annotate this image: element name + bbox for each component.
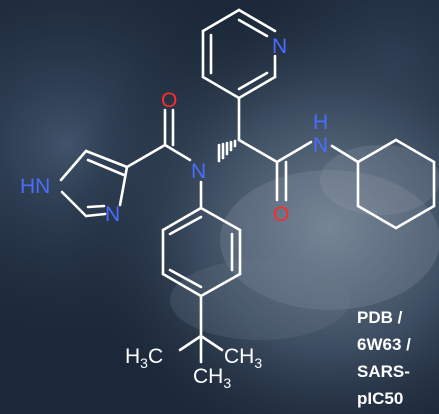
methyl-bottom: CH3 — [193, 365, 231, 391]
caption-line-1: PDB / — [357, 308, 403, 327]
atom-n-imidazole: N — [105, 203, 120, 226]
methyl-left-subscript: 3 — [140, 355, 148, 371]
cyclohexyl-ring — [356, 138, 436, 230]
methyl-right-ch: CH — [224, 345, 254, 368]
methyl-bottom-subscript: 3 — [223, 375, 231, 391]
caption-line-4: pIC50 — [357, 389, 404, 408]
atom-n-amide: N — [313, 134, 328, 157]
atom-o-right: O — [273, 203, 289, 226]
bond-chiral-amide — [237, 138, 279, 164]
methyl-left: H3C — [125, 345, 163, 371]
atom-h-amide: H — [313, 111, 328, 134]
phenyl-ring — [161, 206, 242, 298]
bond-tbu-right — [199, 334, 224, 352]
methyl-left-h: H — [125, 345, 140, 368]
atom-nh-imidazole: HN — [20, 175, 50, 198]
atom-n-tertiary: N — [191, 160, 206, 183]
caption-line-3: SARS- — [357, 362, 410, 381]
caption-line-2: 6W63 / — [357, 335, 411, 354]
bond-tbu-left — [178, 334, 203, 352]
methyl-left-c: C — [148, 345, 163, 368]
atom-n-pyridine: N — [272, 35, 287, 58]
imidazole-ring — [59, 149, 129, 218]
atom-o-left: O — [161, 89, 177, 112]
hashed-wedge-bond — [217, 139, 237, 163]
caption-block: PDB / 6W63 / SARS- pIC50 — [357, 304, 411, 412]
pyridine-ring — [201, 8, 277, 100]
methyl-right-subscript: 3 — [254, 355, 262, 371]
methyl-bottom-ch: CH — [193, 365, 223, 388]
methyl-right: CH3 — [224, 345, 262, 371]
